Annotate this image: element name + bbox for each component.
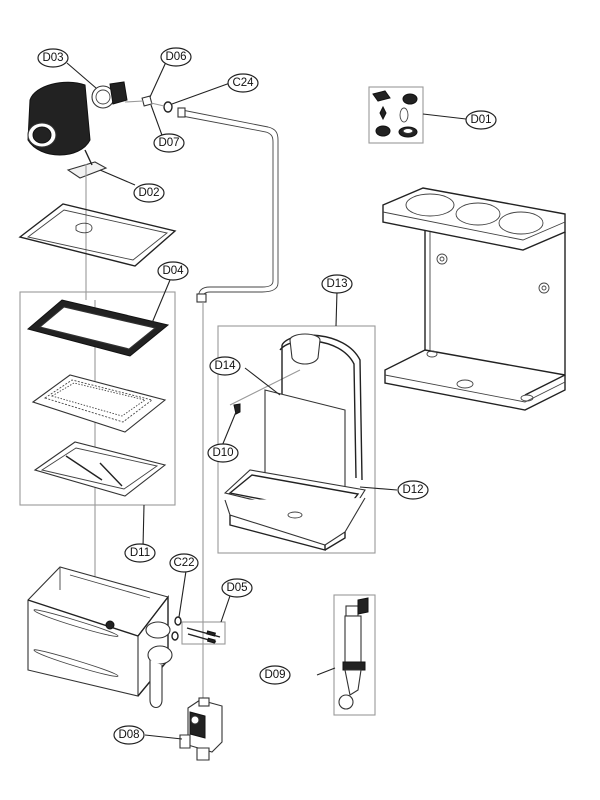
venturi[interactable] xyxy=(91,81,128,109)
sensor[interactable] xyxy=(233,403,241,415)
callout-D09[interactable]: D09 xyxy=(259,665,291,685)
callout-C22[interactable]: C22 xyxy=(169,553,199,573)
condensate-tray-seal[interactable] xyxy=(223,469,366,551)
callout-D04[interactable]: D04 xyxy=(157,261,189,281)
condensate-trap[interactable] xyxy=(333,594,376,716)
callout-D03[interactable]: D03 xyxy=(37,48,69,68)
callout-label: D05 xyxy=(226,582,247,594)
callout-D08[interactable]: D08 xyxy=(113,725,145,745)
callout-label: D06 xyxy=(165,51,186,63)
callout-D12[interactable]: D12 xyxy=(397,480,429,500)
heat-exchanger-o-ring[interactable] xyxy=(171,616,182,641)
callout-label: D11 xyxy=(130,547,150,559)
ignition-electrodes[interactable] xyxy=(181,621,226,645)
callout-D13[interactable]: D13 xyxy=(321,274,353,294)
callout-label: D07 xyxy=(158,137,179,149)
callout-label: C22 xyxy=(173,557,194,569)
callout-label: D04 xyxy=(162,265,184,277)
callout-C24[interactable]: C24 xyxy=(227,73,259,93)
burner-cover-plate[interactable] xyxy=(18,203,177,267)
chassis-frame[interactable] xyxy=(382,187,566,411)
callout-D11[interactable]: D11 xyxy=(124,543,156,563)
burner-assembly[interactable] xyxy=(19,291,176,506)
callout-label: D12 xyxy=(402,484,423,496)
gas-pipe[interactable] xyxy=(177,107,279,303)
callout-label: D14 xyxy=(214,360,236,372)
callout-D10[interactable]: D10 xyxy=(207,443,239,463)
callout-label: D10 xyxy=(212,447,233,459)
gas-nozzle[interactable] xyxy=(141,95,153,107)
seals-kit[interactable] xyxy=(368,86,424,144)
callout-label: D13 xyxy=(326,278,347,290)
callout-D01[interactable]: D01 xyxy=(465,110,497,130)
heat-exchanger[interactable] xyxy=(27,566,173,709)
burner-gasket[interactable] xyxy=(26,299,170,357)
gas-valve[interactable] xyxy=(179,697,223,761)
callout-label: D01 xyxy=(470,114,491,126)
callout-label: D03 xyxy=(42,52,63,64)
callout-D07[interactable]: D07 xyxy=(153,133,185,153)
leader-lines xyxy=(66,61,467,740)
fan-blower[interactable] xyxy=(27,81,108,179)
callout-D06[interactable]: D06 xyxy=(160,47,192,67)
callout-label: C24 xyxy=(232,77,254,89)
callout-D14[interactable]: D14 xyxy=(209,356,241,376)
o-ring[interactable] xyxy=(163,101,173,113)
flue-hood-assembly[interactable] xyxy=(217,325,376,554)
callout-label: D09 xyxy=(264,669,285,681)
callout-label: D08 xyxy=(118,729,139,741)
callout-D05[interactable]: D05 xyxy=(221,578,253,598)
callout-D02[interactable]: D02 xyxy=(133,183,165,203)
callout-label: D02 xyxy=(138,187,159,199)
